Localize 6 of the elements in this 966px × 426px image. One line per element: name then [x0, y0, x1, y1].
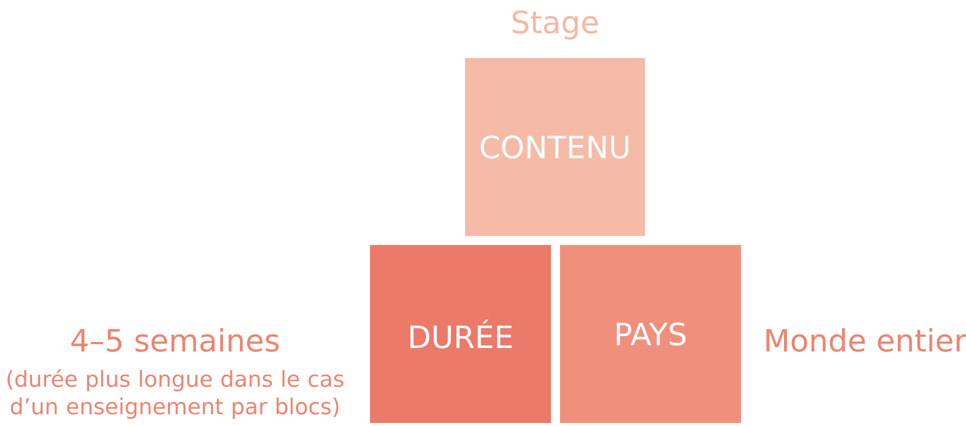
square-box: DURÉE — [370, 245, 551, 423]
square-box: CONTENU — [465, 58, 645, 236]
side-note: (durée plus longue dans le cas d’un enseignement par blocs) — [8, 369, 344, 419]
square-box: PAYS — [560, 245, 741, 423]
box-heading: Stage — [512, 10, 598, 40]
side-note: 4–5 semaines — [71, 328, 279, 352]
